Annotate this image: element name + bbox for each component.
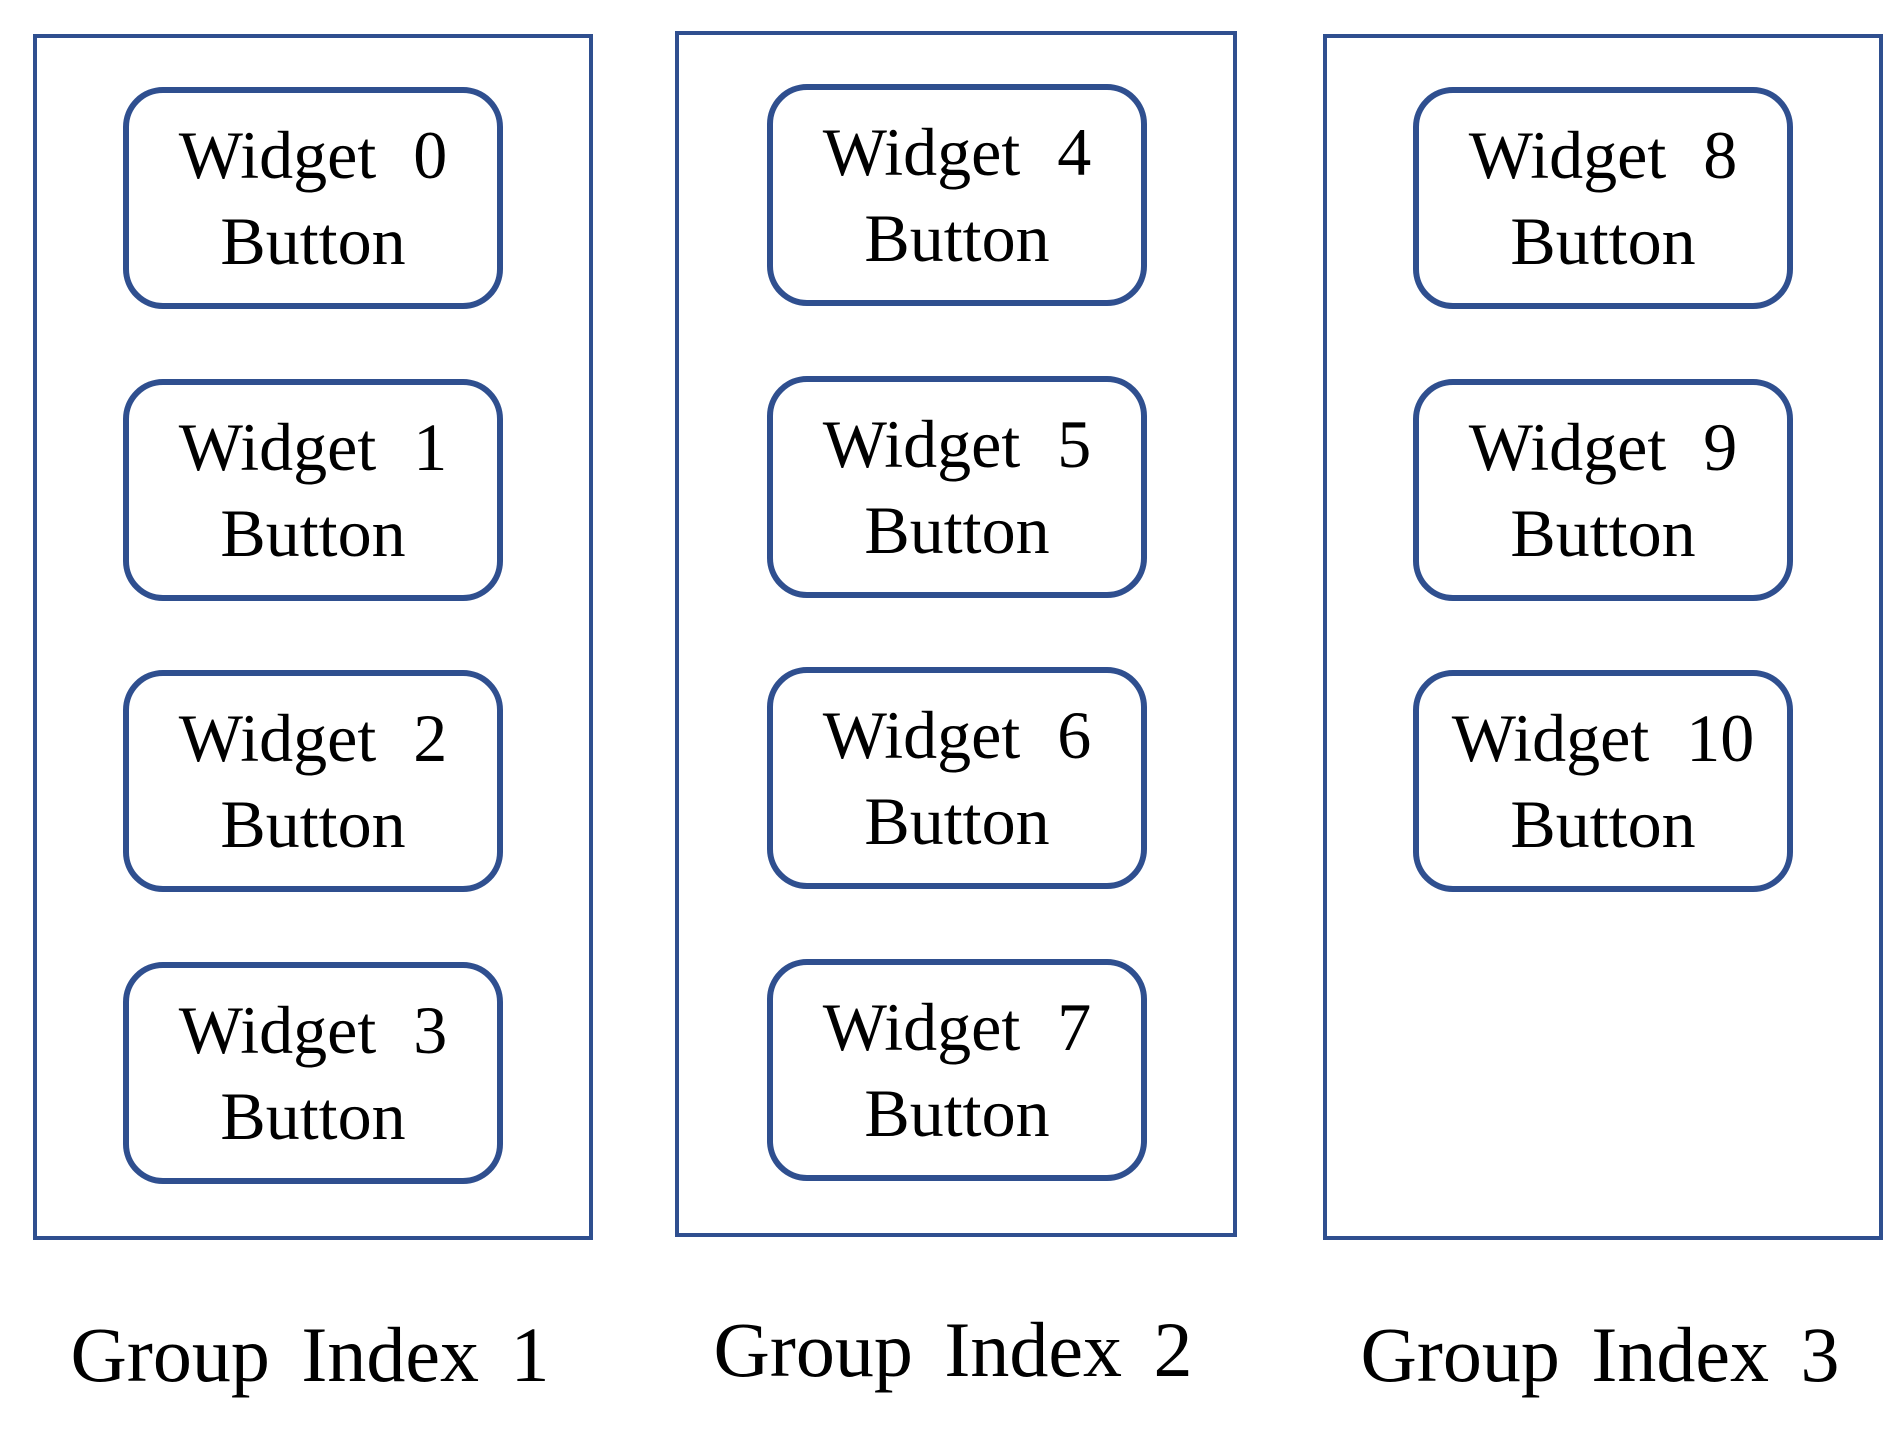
widget-title: Widget 8: [1468, 117, 1738, 193]
widget-type: Button: [864, 492, 1050, 568]
group-container-2: Widget 4 Button Widget 5 Button Widget 6…: [675, 31, 1237, 1237]
widget-type: Button: [220, 203, 406, 279]
widget-8-button[interactable]: Widget 8 Button: [1413, 87, 1793, 309]
group-index-3-label: Group Index 3: [1360, 1311, 1840, 1398]
widget-9-button[interactable]: Widget 9 Button: [1413, 379, 1793, 601]
widget-title: Widget 1: [178, 409, 448, 485]
widget-type: Button: [220, 1078, 406, 1154]
widget-title: Widget 5: [822, 406, 1092, 482]
widget-title: Widget 3: [178, 992, 448, 1068]
widget-title: Widget 6: [822, 697, 1092, 773]
widget-title: Widget 4: [822, 114, 1092, 190]
widget-title: Widget 9: [1468, 409, 1738, 485]
widget-0-button[interactable]: Widget 0 Button: [123, 87, 503, 309]
widget-type: Button: [1510, 495, 1696, 571]
widget-2-button[interactable]: Widget 2 Button: [123, 670, 503, 892]
widget-type: Button: [864, 783, 1050, 859]
widget-type: Button: [220, 786, 406, 862]
widget-title: Widget 2: [178, 700, 448, 776]
widget-type: Button: [864, 1075, 1050, 1151]
widget-5-button[interactable]: Widget 5 Button: [767, 376, 1147, 598]
group-container-1: Widget 0 Button Widget 1 Button Widget 2…: [33, 34, 593, 1240]
widget-type: Button: [220, 495, 406, 571]
widget-title: Widget 10: [1451, 700, 1755, 776]
widget-7-button[interactable]: Widget 7 Button: [767, 959, 1147, 1181]
widget-type: Button: [1510, 203, 1696, 279]
group-container-3: Widget 8 Button Widget 9 Button Widget 1…: [1323, 34, 1883, 1240]
widget-6-button[interactable]: Widget 6 Button: [767, 667, 1147, 889]
widget-3-button[interactable]: Widget 3 Button: [123, 962, 503, 1184]
widget-title: Widget 7: [822, 989, 1092, 1065]
widget-1-button[interactable]: Widget 1 Button: [123, 379, 503, 601]
widget-title: Widget 0: [178, 117, 448, 193]
group-index-2-label: Group Index 2: [713, 1306, 1193, 1393]
widget-10-button[interactable]: Widget 10 Button: [1413, 670, 1793, 892]
widget-type: Button: [864, 200, 1050, 276]
group-index-1-label: Group Index 1: [70, 1311, 550, 1398]
widget-4-button[interactable]: Widget 4 Button: [767, 84, 1147, 306]
widget-type: Button: [1510, 786, 1696, 862]
